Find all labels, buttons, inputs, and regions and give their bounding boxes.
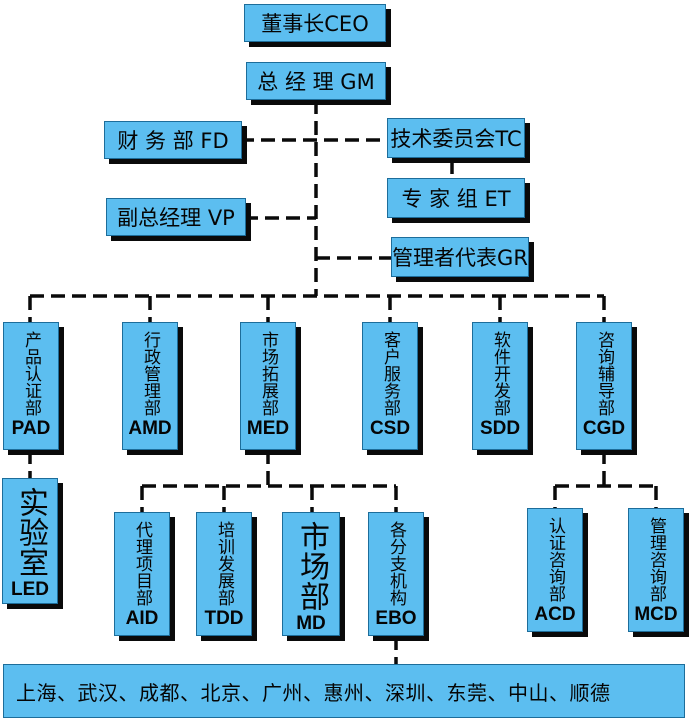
- dept-pad-name: 产品认证部: [21, 331, 41, 416]
- box-dept-pad: 产品认证部 PAD: [3, 322, 59, 450]
- box-tech-committee: 技术委员会TC: [387, 118, 525, 158]
- sub-mcd-name: 管理咨询部: [646, 517, 666, 602]
- box-dept-csd: 客户服务部 CSD: [362, 322, 418, 450]
- branches-bar: 上海、武汉、成都、北京、广州、惠州、深圳、东莞、中山、顺德: [3, 664, 685, 718]
- box-dept-sdd: 软件开发部 SDD: [472, 322, 528, 450]
- box-vice-gm: 副总经理 VP: [106, 198, 246, 236]
- box-lab: 实验室 LED: [2, 478, 58, 604]
- sub-tdd-code: TDD: [204, 608, 244, 629]
- box-dept-amd: 行政管理部 AMD: [122, 322, 178, 450]
- box-dept-cgd: 咨询辅导部 CGD: [576, 322, 632, 450]
- box-dept-med: 市场拓展部 MED: [240, 322, 296, 450]
- box-mgmt-rep: 管理者代表GR: [391, 237, 529, 277]
- sub-md-code: MD: [296, 613, 326, 634]
- box-sub-mcd: 管理咨询部 MCD: [628, 508, 684, 632]
- dept-csd-code: CSD: [369, 418, 411, 439]
- sub-tdd-name: 培训发展部: [214, 521, 234, 606]
- box-finance: 财 务 部 FD: [104, 121, 242, 159]
- dept-sdd-code: SDD: [479, 418, 521, 439]
- box-sub-tdd: 培训发展部 TDD: [196, 512, 252, 636]
- dept-amd-name: 行政管理部: [140, 331, 160, 416]
- lab-name: 实验室: [13, 487, 48, 577]
- sub-aid-code: AID: [125, 608, 159, 629]
- sub-ebo-name: 各分支机构: [386, 521, 406, 606]
- box-sub-acd: 认证咨询部 ACD: [527, 508, 583, 632]
- dept-cgd-code: CGD: [582, 418, 626, 439]
- box-chairman: 董事长CEO: [244, 4, 386, 42]
- sub-acd-code: ACD: [534, 604, 576, 625]
- sub-ebo-code: EBO: [375, 608, 417, 629]
- dept-med-code: MED: [246, 418, 290, 439]
- dept-pad-code: PAD: [11, 418, 51, 439]
- box-sub-md: 市场部 MD: [282, 512, 340, 636]
- box-sub-ebo: 各分支机构 EBO: [368, 512, 424, 636]
- box-general-manager: 总 经 理 GM: [246, 62, 386, 100]
- dept-med-name: 市场拓展部: [258, 331, 278, 416]
- box-sub-aid: 代理项目部 AID: [114, 512, 170, 636]
- box-expert-group: 专 家 组 ET: [387, 178, 525, 218]
- dept-amd-code: AMD: [128, 418, 172, 439]
- lab-code: LED: [11, 579, 49, 600]
- dept-sdd-name: 软件开发部: [490, 331, 510, 416]
- dept-cgd-name: 咨询辅导部: [594, 331, 614, 416]
- sub-mcd-code: MCD: [634, 604, 678, 625]
- sub-md-name: 市场部: [294, 521, 329, 611]
- sub-aid-name: 代理项目部: [132, 521, 152, 606]
- sub-acd-name: 认证咨询部: [545, 517, 565, 602]
- dept-csd-name: 客户服务部: [380, 331, 400, 416]
